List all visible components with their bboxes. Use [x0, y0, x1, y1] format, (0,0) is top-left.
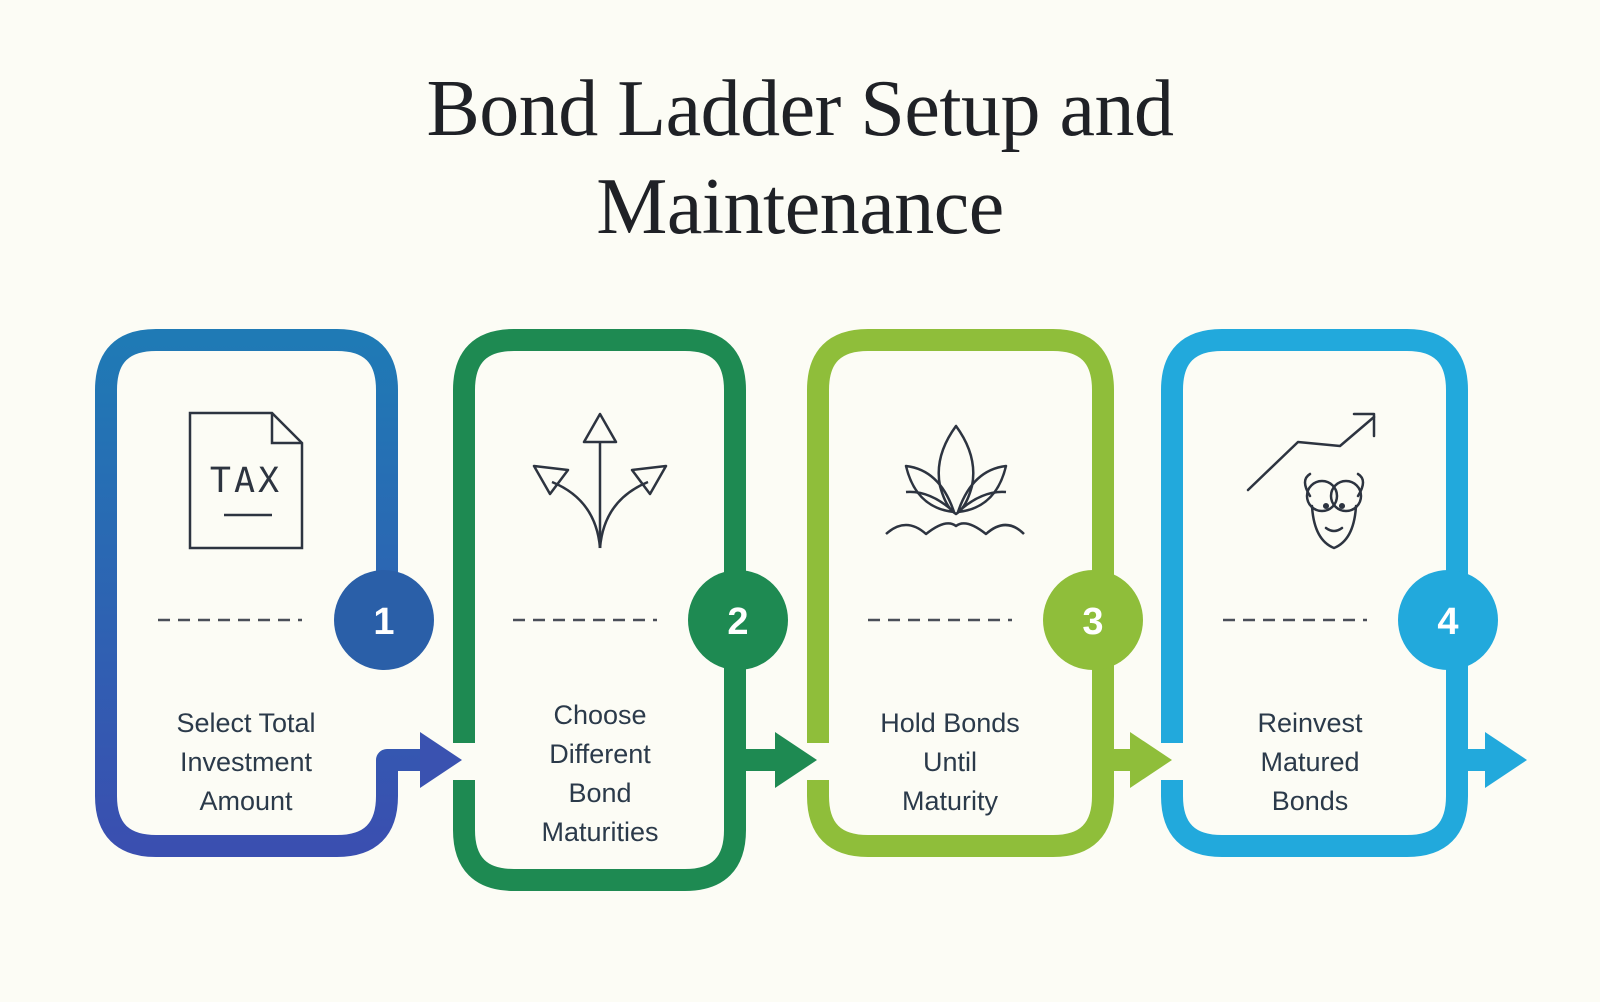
- step-4-label-line: Matured: [1260, 747, 1360, 777]
- step-1-label: Select Total Investment Amount: [136, 704, 356, 821]
- arrow-right-icon: [420, 732, 462, 788]
- tax-document-icon: TAX: [188, 411, 304, 550]
- step-badge-2: 2: [688, 570, 788, 670]
- step-2-label-line: Choose: [553, 700, 647, 730]
- step-3-label-line: Until: [922, 747, 977, 777]
- branching-arrows-icon: [532, 412, 668, 549]
- step-badge-1: 1: [334, 570, 434, 670]
- lotus-icon: [885, 424, 1025, 536]
- step-number-3: 3: [1082, 601, 1103, 643]
- title-line-1: Bond Ladder Setup and: [426, 65, 1174, 153]
- step-1-label-line: Select Total: [176, 708, 316, 738]
- bull-chart-icon: [1246, 412, 1376, 550]
- step-badge-4: 4: [1398, 570, 1498, 670]
- page-title: Bond Ladder Setup and Maintenance: [0, 60, 1600, 256]
- step-number-1: 1: [373, 601, 394, 643]
- title-line-2: Maintenance: [596, 163, 1004, 251]
- step-4-frame: 4: [1161, 329, 1527, 857]
- step-1-frame: TAX 1: [95, 329, 462, 857]
- arrow-right-icon: [775, 732, 817, 788]
- tax-label: TAX: [210, 461, 282, 501]
- step-3-label-line: Hold Bonds: [880, 708, 1020, 738]
- step-3-label-line: Maturity: [901, 786, 999, 816]
- step-2-label-line: Maturities: [541, 817, 659, 847]
- step-4-label-line: Reinvest: [1257, 708, 1363, 738]
- step-number-2: 2: [727, 601, 748, 643]
- step-4-label-line: Bonds: [1271, 786, 1349, 816]
- step-4-label: Reinvest Matured Bonds: [1200, 704, 1420, 821]
- step-2-label-line: Bond: [568, 778, 632, 808]
- arrow-right-icon: [1130, 732, 1172, 788]
- step-3-label: Hold Bonds Until Maturity: [840, 704, 1060, 821]
- step-badge-3: 3: [1043, 570, 1143, 670]
- step-2-label: Choose Different Bond Maturities: [490, 696, 710, 852]
- arrow-right-icon: [1485, 732, 1527, 788]
- step-number-4: 4: [1437, 601, 1458, 643]
- step-2-frame: 2: [453, 329, 817, 891]
- step-3-frame: 3: [807, 329, 1172, 857]
- step-1-label-line: Amount: [199, 786, 293, 816]
- step-2-label-line: Different: [549, 739, 651, 769]
- step-1-label-line: Investment: [179, 747, 313, 777]
